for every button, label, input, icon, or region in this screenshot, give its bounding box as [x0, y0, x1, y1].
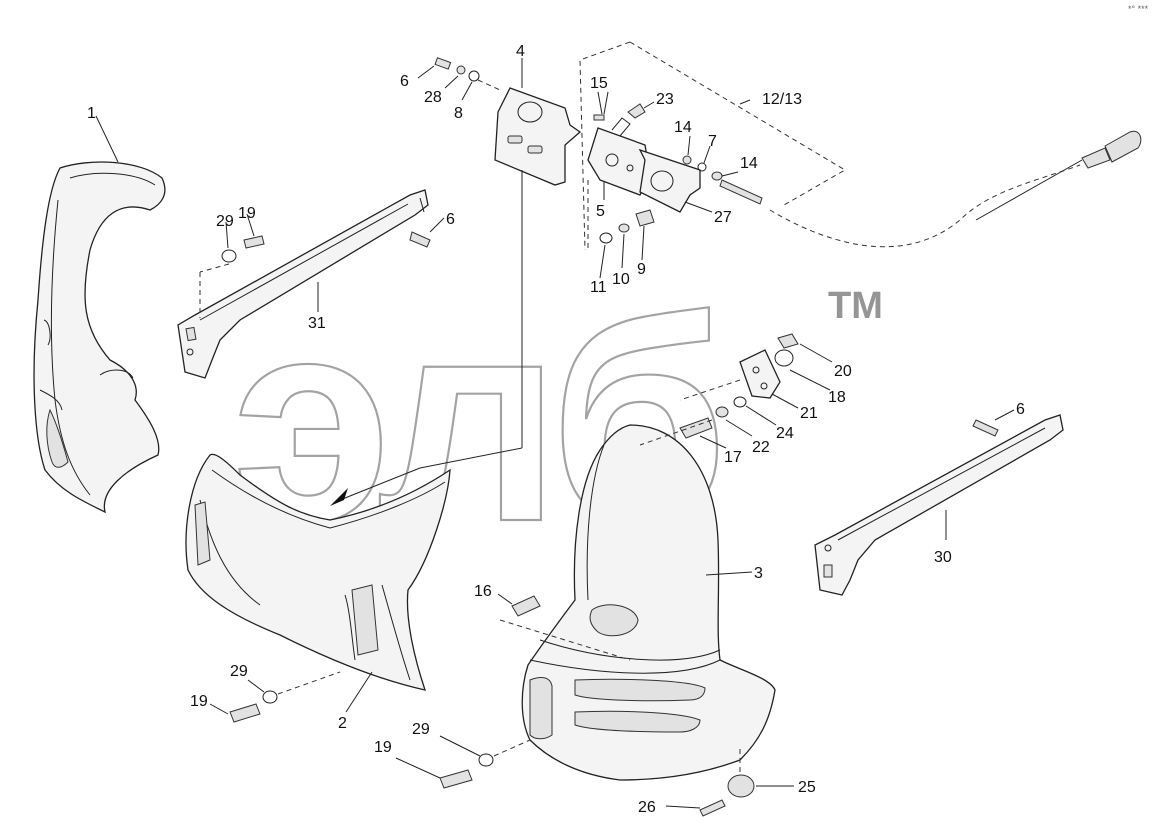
callout-17: 17	[724, 449, 742, 466]
callout-29-bottom: 29	[412, 721, 430, 738]
callout-14-right: 14	[740, 155, 758, 172]
callout-labels: 1 2 3 4 5 6 6 6 7 8 9 10 11 12/13 14 14 …	[87, 43, 1025, 816]
part-right-bracket	[814, 414, 1064, 596]
callout-15: 15	[590, 75, 608, 92]
callout-8: 8	[454, 105, 463, 122]
callout-28: 28	[424, 89, 442, 106]
callout-6-top: 6	[400, 73, 409, 90]
callout-16: 16	[474, 583, 492, 600]
part-cable	[579, 41, 1142, 251]
hardware-fitting	[497, 593, 631, 661]
callout-12-13: 12/13	[762, 91, 802, 108]
callout-5: 5	[596, 203, 605, 220]
callout-4: 4	[516, 43, 525, 60]
callout-3: 3	[754, 565, 763, 582]
hardware-bezel-bolts	[209, 671, 341, 723]
callout-1: 1	[87, 105, 96, 122]
callout-29-left: 29	[230, 663, 248, 680]
callout-2: 2	[338, 715, 347, 732]
callout-22: 22	[752, 439, 770, 456]
hardware-cable-nuts	[682, 135, 763, 205]
watermark-trademark: TM	[828, 285, 883, 327]
callout-29-top: 29	[216, 213, 234, 230]
callout-19-left: 19	[190, 693, 208, 710]
callout-6-right: 6	[1016, 401, 1025, 418]
callout-7: 7	[708, 133, 717, 150]
corner-mark: *° ***	[1128, 4, 1149, 14]
hardware-cap-and-pin	[665, 745, 794, 817]
callout-21: 21	[800, 405, 818, 422]
callout-19-top: 19	[238, 205, 256, 222]
hardware-left-bracket-bolts	[199, 213, 445, 318]
callout-24: 24	[776, 425, 794, 442]
hardware-switch-screws	[593, 91, 655, 121]
callout-10: 10	[612, 271, 630, 288]
callout-23: 23	[656, 91, 674, 108]
callout-20: 20	[834, 363, 852, 380]
hardware-top-screws	[417, 57, 501, 101]
part-center-bezel	[185, 453, 451, 691]
hardware-bracket-bolts	[587, 180, 655, 279]
hardware-right-bracket-bolt	[972, 409, 1015, 437]
callout-6-left: 6	[446, 211, 455, 228]
callout-30: 30	[934, 549, 952, 566]
part-right-housing	[521, 424, 776, 781]
callout-9: 9	[637, 261, 646, 278]
callout-19-bottom: 19	[374, 739, 392, 756]
part-switch-brackets	[587, 117, 713, 213]
hardware-housing-mount	[639, 333, 833, 449]
callout-25: 25	[798, 779, 816, 796]
hardware-housing-bolts	[395, 735, 531, 789]
part-left-bracket	[177, 189, 429, 379]
callout-14-left: 14	[674, 119, 692, 136]
callout-26: 26	[638, 799, 656, 816]
callout-31: 31	[308, 315, 326, 332]
callout-18: 18	[828, 389, 846, 406]
part-top-plate	[330, 58, 582, 506]
callout-11: 11	[590, 279, 607, 296]
part-left-panel	[33, 161, 166, 514]
callout-27: 27	[714, 209, 732, 226]
